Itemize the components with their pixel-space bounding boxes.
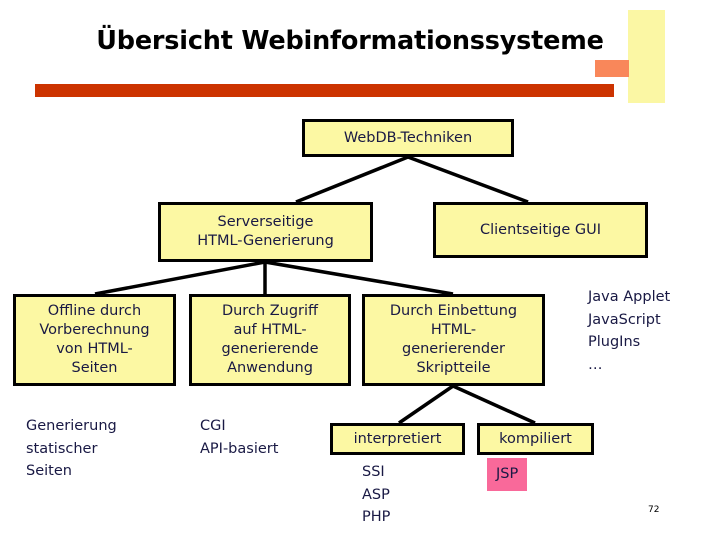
node-kompiliert[interactable]: kompiliert [477,423,594,455]
node-offline-vorberechnung[interactable]: Offline durch Vorberechnung von HTML- Se… [13,294,176,386]
node-label: WebDB-Techniken [343,129,473,146]
node-label: Serverseitige HTML-Generierung [197,214,334,249]
decor-red-rule [35,84,614,97]
note-generierung-statischer-seiten: Generierung statischer Seiten [26,418,117,479]
client-gui-examples-list: Java Applet JavaScript PlugIns … [588,289,671,373]
node-serverseitige-html-generierung[interactable]: Serverseitige HTML-Generierung [158,202,373,262]
interpreted-examples-list: SSI ASP PHP [362,464,391,525]
node-label: Durch Einbettung HTML- generierender Skr… [389,303,518,376]
badge-jsp: JSP [487,458,528,491]
node-label: kompiliert [499,430,572,447]
decor-yellow-vertical-bar [628,10,665,103]
page-number: 72 [648,505,660,515]
node-label: Durch Zugriff auf HTML- generierende Anw… [221,303,319,376]
decor-salmon-bar [595,60,629,77]
node-interpretiert[interactable]: interpretiert [330,423,465,455]
slide-title: Übersicht Webinformationssysteme [96,26,604,56]
node-durch-zugriff-html-generierende-anwendung[interactable]: Durch Zugriff auf HTML- generierende Anw… [189,294,351,386]
node-webdb-techniken[interactable]: WebDB-Techniken [302,119,514,157]
node-label: Offline durch Vorberechnung von HTML- Se… [39,303,150,376]
note-cgi-api-basiert: CGI API-basiert [200,418,279,457]
node-label: interpretiert [353,430,442,447]
node-durch-einbettung-skriptteile[interactable]: Durch Einbettung HTML- generierender Skr… [362,294,545,386]
node-clientseitige-gui[interactable]: Clientseitige GUI [433,202,648,258]
node-label: Clientseitige GUI [479,221,602,238]
